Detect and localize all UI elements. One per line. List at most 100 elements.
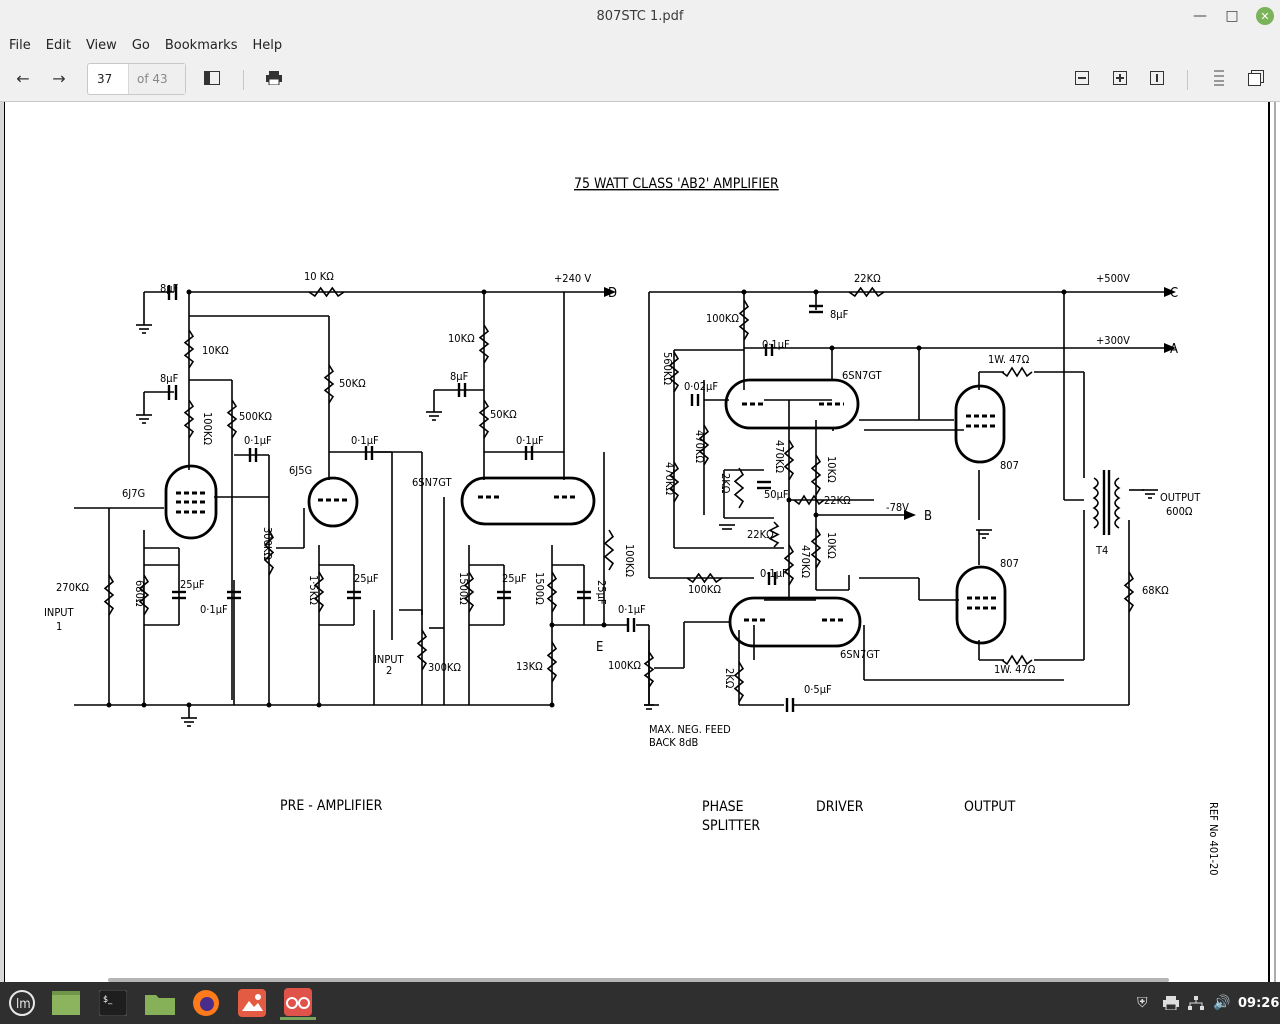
label-8uf-2: 8µF — [160, 372, 179, 385]
resistor-symbol — [810, 454, 822, 496]
transformer-label: T4 — [1095, 544, 1108, 557]
label-10k-4: 10KΩ — [825, 532, 838, 559]
menu-edit[interactable]: Edit — [45, 37, 71, 53]
window-title: 807STC 1.pdf — [596, 8, 684, 24]
rail-500v: +500V — [1096, 272, 1130, 285]
printer-tray-icon[interactable] — [1163, 982, 1179, 1024]
input1-label: INPUT — [44, 606, 75, 619]
label-500k: 500KΩ — [239, 410, 272, 423]
resistor-symbol — [668, 351, 680, 393]
resistor-symbol — [263, 529, 275, 576]
resistor-symbol — [323, 364, 335, 404]
tube-label-6j7g: 6J7G — [122, 487, 145, 500]
output-label: OUTPUT — [1160, 491, 1201, 504]
section-preamp: PRE - AMPLIFIER — [280, 798, 383, 814]
label-50k-2: 50KΩ — [490, 408, 517, 421]
sidebar-toggle-button[interactable] — [198, 64, 226, 92]
horizontal-scrollbar[interactable] — [108, 978, 1169, 982]
label-300k-1: 300KΩ — [261, 527, 274, 560]
page-number-input[interactable]: 37 — [88, 64, 129, 94]
resistor-symbol — [308, 286, 345, 298]
label-01uf-7: 0·1µF — [760, 567, 788, 580]
resistor-symbol — [603, 529, 615, 571]
show-desktop-button[interactable] — [48, 986, 84, 1020]
input1-number: 1 — [56, 620, 62, 633]
maximize-icon[interactable]: □ — [1225, 8, 1239, 24]
forward-button[interactable]: → — [45, 64, 73, 92]
tube-label-807-top: 807 — [1000, 459, 1019, 472]
tube-label-6j5g: 6J5G — [289, 464, 312, 477]
document-viewer[interactable]: 75 WATT CLASS 'AB2' AMPLIFIER +240 V D +… — [0, 102, 1280, 982]
minimize-icon[interactable]: — — [1193, 8, 1207, 24]
menu-button[interactable]: lm — [4, 986, 40, 1020]
printer-icon — [1163, 996, 1179, 1010]
resistor-symbol — [793, 494, 825, 506]
label-68k: 68KΩ — [1142, 584, 1169, 597]
label-01uf-3: 0·1µF — [516, 434, 544, 447]
resistor-symbol — [103, 574, 115, 616]
page-navigator: 37 of 43 — [87, 63, 186, 95]
resistor-symbol — [733, 661, 745, 703]
document-viewer-task[interactable] — [280, 986, 316, 1020]
image-viewer-launcher[interactable] — [234, 986, 270, 1020]
zoom-out-icon — [1075, 71, 1089, 85]
back-button[interactable]: ← — [9, 64, 37, 92]
label-470k-4: 470KΩ — [799, 545, 812, 578]
rail-300v: +300V — [1096, 334, 1130, 347]
next-page-edge — [1251, 102, 1280, 982]
toolbar-divider — [243, 70, 244, 90]
rail-c: C — [1170, 286, 1178, 301]
tube-6sn7gt-driver-bottom — [728, 596, 862, 648]
label-22k-low: 22KΩ — [747, 528, 774, 541]
schematic-title: 75 WATT CLASS 'AB2' AMPLIFIER — [574, 176, 779, 192]
label-47-2: 1W. 47Ω — [994, 663, 1036, 676]
dual-page-icon — [1248, 70, 1264, 86]
clock[interactable]: 09:26 — [1238, 995, 1280, 1011]
menu-go[interactable]: Go — [131, 37, 150, 53]
volume-tray-icon[interactable]: 🔊 — [1213, 982, 1230, 1024]
menu-bookmarks[interactable]: Bookmarks — [164, 37, 238, 53]
print-button[interactable] — [260, 64, 288, 92]
label-2k-2: 2KΩ — [723, 668, 736, 689]
close-button[interactable]: ✕ — [1250, 0, 1280, 32]
feedback-label-2: BACK 8dB — [649, 736, 698, 749]
section-driver: DRIVER — [816, 799, 864, 815]
shield-icon[interactable]: ⛨ — [1137, 995, 1148, 1011]
close-icon: ✕ — [1256, 7, 1274, 25]
label-22k-mid: 22KΩ — [824, 494, 851, 507]
tube-6sn7gt-driver-top — [724, 378, 860, 430]
label-2k-1: 2KΩ — [719, 473, 732, 494]
firefox-launcher[interactable] — [188, 986, 224, 1020]
resistor-symbol — [1001, 654, 1033, 666]
zoom-in-button[interactable] — [1106, 64, 1134, 92]
svg-text:lm: lm — [16, 997, 31, 1012]
label-470k-2: 470KΩ — [663, 462, 676, 495]
menu-help[interactable]: Help — [252, 37, 283, 53]
label-300k-2: 300KΩ — [428, 661, 461, 674]
label-25uf-1: 25µF — [180, 578, 205, 591]
files-launcher[interactable] — [142, 986, 178, 1020]
rail-minus78v: -78V — [886, 501, 909, 514]
label-10k-3: 10KΩ — [825, 456, 838, 483]
label-8uf-1: 8µF — [160, 282, 179, 295]
toolbar-divider — [1187, 70, 1188, 90]
menu-view[interactable]: View — [85, 37, 117, 53]
terminal-launcher[interactable]: $_ — [95, 986, 131, 1020]
label-680: 680Ω — [133, 580, 146, 607]
menu-file[interactable]: File — [9, 37, 31, 53]
zoom-original-button[interactable] — [1143, 64, 1171, 92]
label-01uf-5: 0·1µF — [618, 603, 646, 616]
label-1500-1: 1500Ω — [457, 572, 470, 605]
label-25uf-2: 25µF — [354, 572, 379, 585]
label-01uf-6: 0·1µF — [762, 338, 790, 351]
rail-a: A — [1170, 342, 1178, 357]
network-tray-icon[interactable] — [1188, 982, 1204, 1024]
image-viewer-icon — [238, 989, 266, 1017]
resistor-symbol — [226, 399, 238, 439]
label-100k-4: 100KΩ — [706, 312, 739, 325]
label-25uf-4: 25µF — [595, 580, 608, 605]
dual-page-button[interactable] — [1242, 64, 1270, 92]
zoom-out-button[interactable] — [1068, 64, 1096, 92]
label-25uf-3: 25µF — [502, 572, 527, 585]
continuous-view-button[interactable] — [1205, 64, 1233, 92]
